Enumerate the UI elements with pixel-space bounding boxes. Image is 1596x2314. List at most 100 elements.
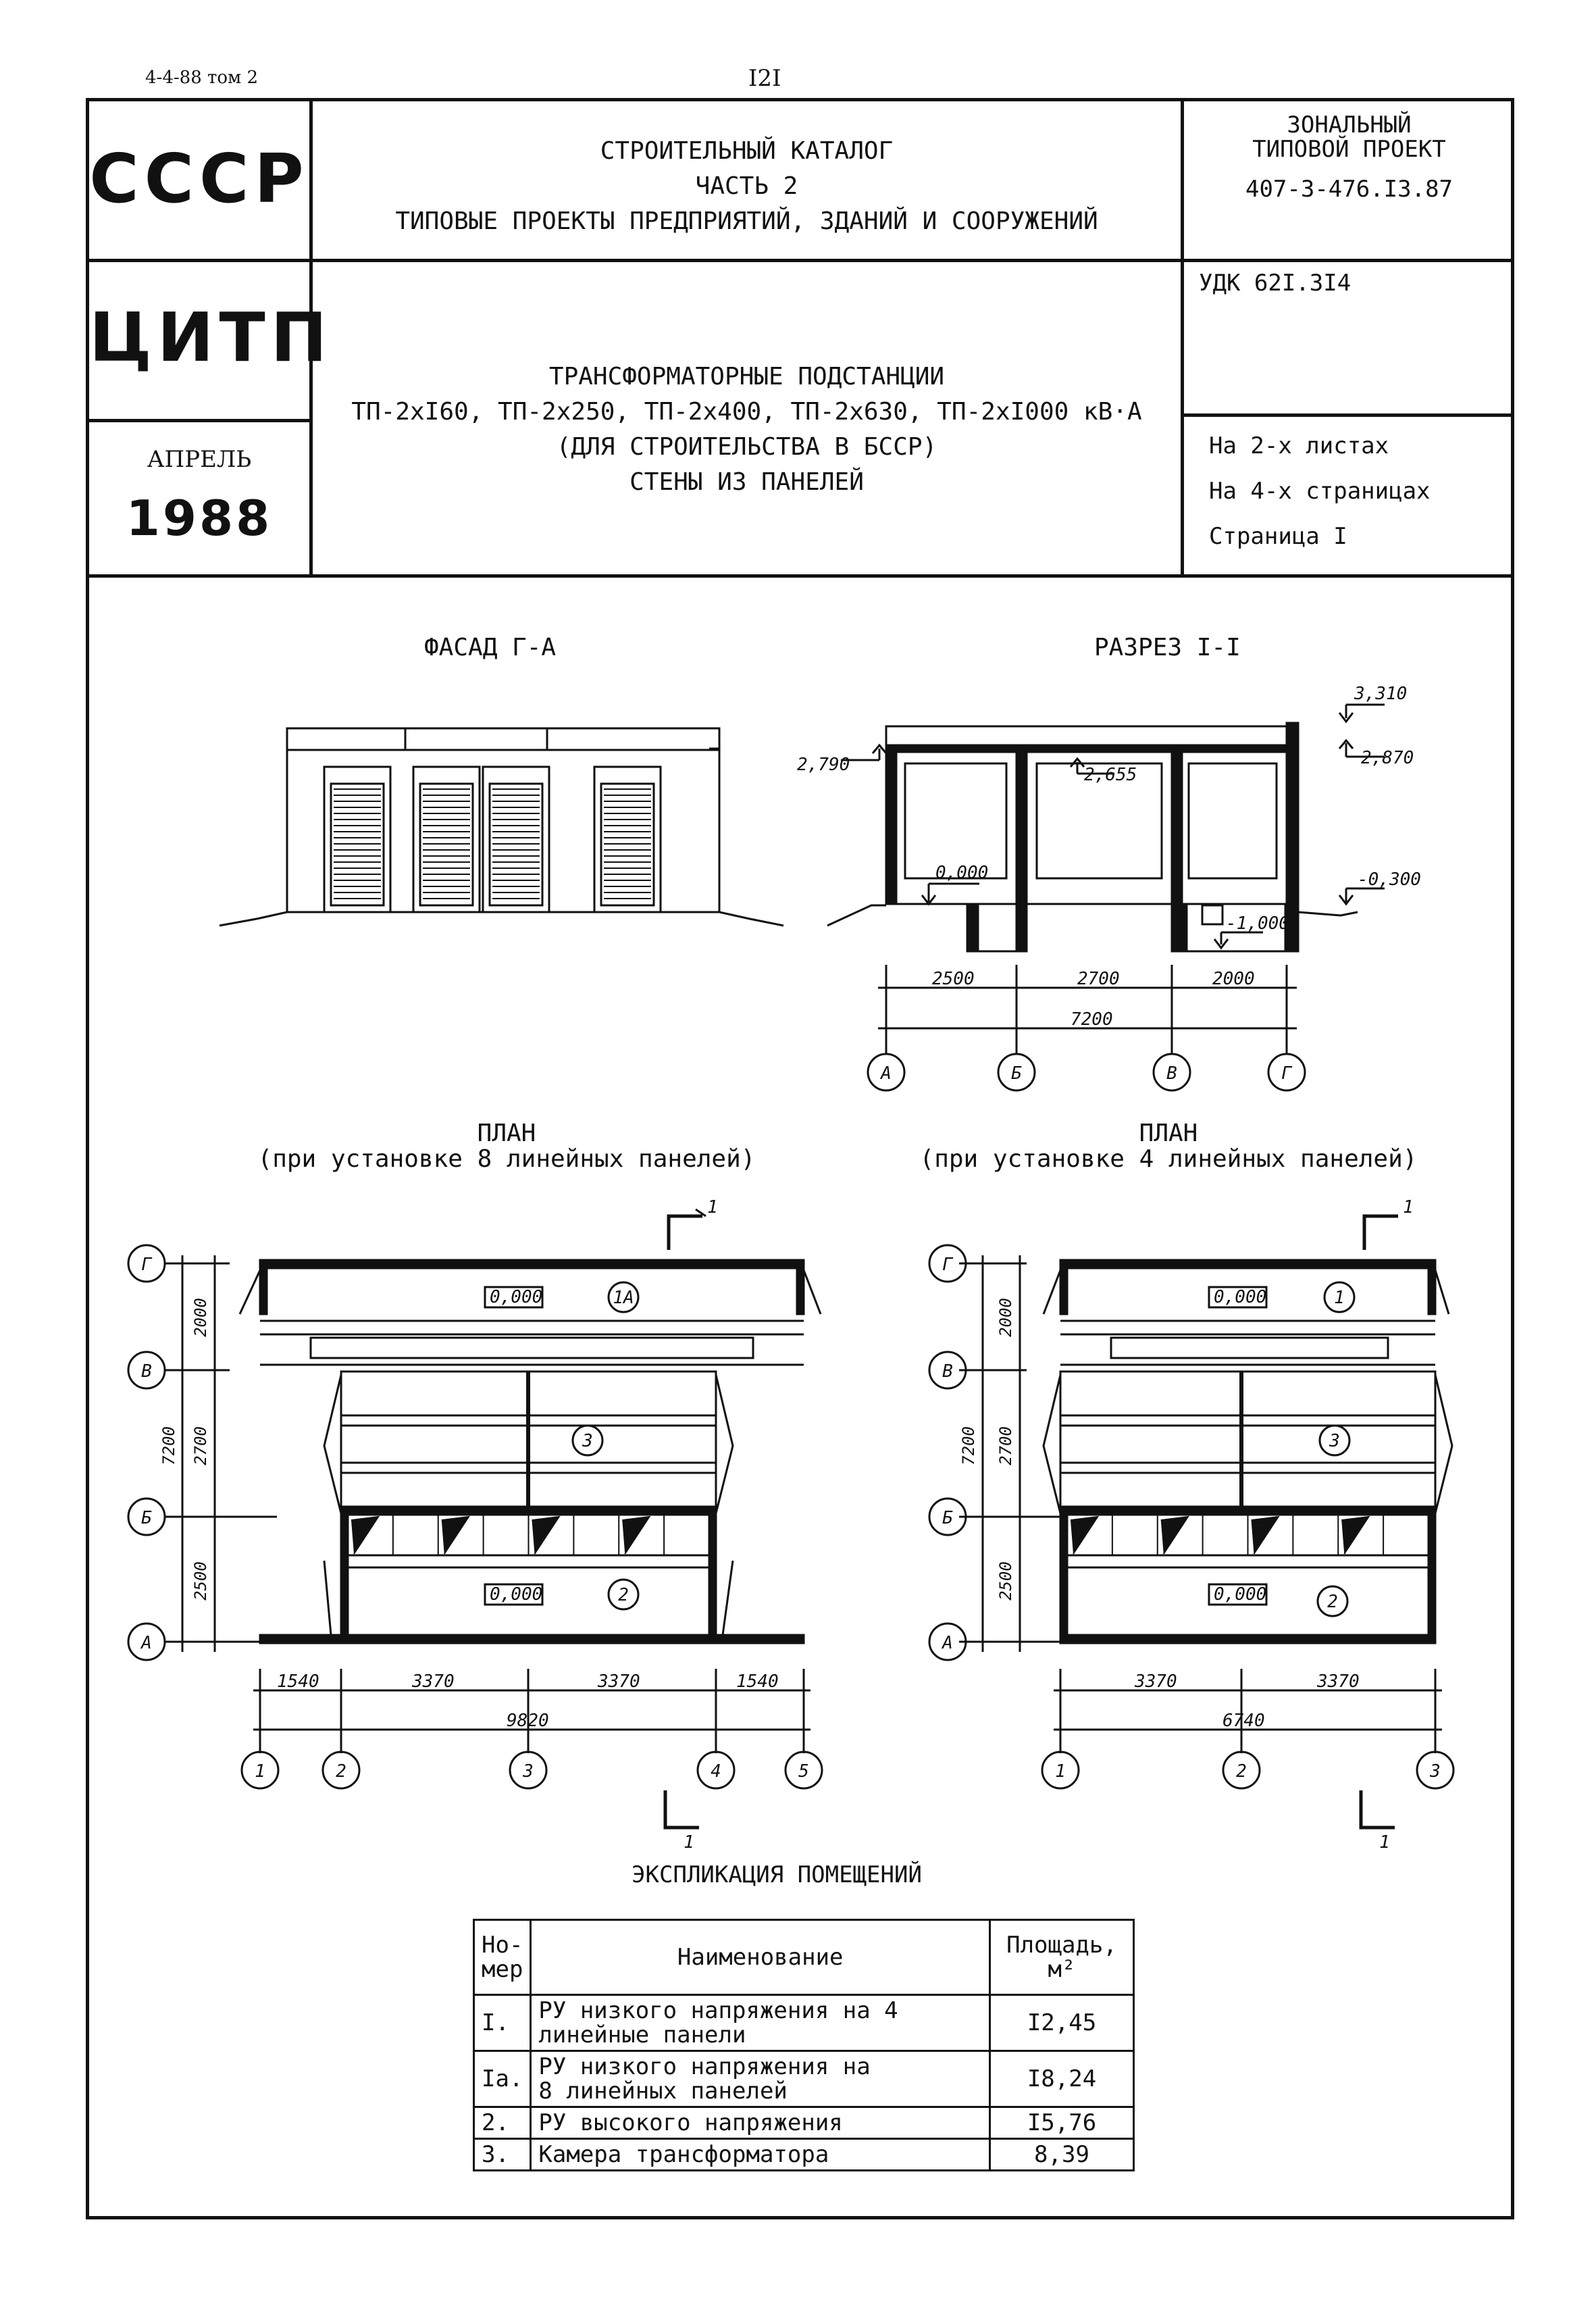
explication-header-row: Но- мер Наименование Площадь, м² [472, 1919, 1135, 1996]
section-dim-2700: 2700 [1077, 969, 1120, 989]
row-area: I2,45 [989, 1994, 1135, 2052]
cut-mark-top-2: 1 [1403, 1197, 1414, 1217]
plan2-room-3: 3 [1329, 1431, 1340, 1451]
section-dim-7200: 7200 [1071, 1009, 1113, 1030]
plan1-axis-a: А [140, 1633, 152, 1653]
cut-mark-bottom-2: 1 [1379, 1832, 1390, 1853]
table-row: Iа. РУ низкого напряжения на 8 линейных … [472, 2050, 1135, 2108]
plan1-col-4: 4 [711, 1761, 721, 1782]
mark-2790: 2,790 [797, 755, 850, 775]
section-title: РАЗРЕЗ I-I [1094, 634, 1241, 661]
row-name: РУ низкого напряжения на 8 линейных пане… [530, 2050, 991, 2108]
project-type-1: ЗОНАЛЬНЫЙ [1287, 111, 1412, 139]
plan1-col-5: 5 [798, 1761, 809, 1782]
org-citp: ЦИТП [89, 298, 333, 377]
plan1-vdim-2000: 2000 [191, 1298, 210, 1337]
row-name: РУ высокого напряжения [530, 2106, 991, 2140]
row-area: I8,24 [989, 2050, 1135, 2108]
sheet-frame [86, 98, 1514, 2219]
catalog-line-1: СТРОИТЕЛЬНЫЙ КАТАЛОГ [600, 137, 894, 165]
pages-count: На 4-х страницах [1209, 478, 1431, 505]
row-area: I5,76 [989, 2106, 1135, 2140]
plan2-axis-v: В [942, 1361, 953, 1382]
cut-mark-top-1: 1 [707, 1197, 718, 1217]
mark-2870: 2,870 [1361, 748, 1414, 768]
plan2-dim-3370a: 3370 [1134, 1671, 1177, 1692]
year-label: 1988 [126, 490, 273, 547]
header-left-row2-rule [86, 419, 312, 422]
plan1-vdim-2500: 2500 [191, 1561, 210, 1601]
mark-0000: 0,000 [935, 863, 988, 883]
title-line-1: ТРАНСФОРМАТОРНЫЕ ПОДСТАНЦИИ [548, 363, 945, 391]
plan2-dim-3370b: 3370 [1316, 1671, 1360, 1692]
col-name-header: Наименование [530, 1919, 991, 1996]
section-drawing [827, 703, 1385, 1092]
plan2-drawing [928, 1214, 1455, 1830]
sheets-count: На 2-х листах [1209, 432, 1389, 459]
mark-3310: 3,310 [1354, 684, 1407, 704]
row-area: 8,39 [989, 2138, 1135, 2171]
plan2-room-2: 2 [1327, 1592, 1338, 1612]
cut-mark-bottom-1: 1 [684, 1832, 694, 1853]
plan1-dim-3370a: 3370 [411, 1671, 455, 1692]
plan1-axis-v: В [141, 1361, 152, 1382]
project-code: 407-3-476.I3.87 [1245, 176, 1453, 203]
mark-minus1000: -1,000 [1226, 913, 1289, 934]
plan2-dim-6740: 6740 [1222, 1711, 1265, 1731]
facade-title: ФАСАД Г-А [424, 634, 557, 661]
plan2-col-1: 1 [1055, 1761, 1066, 1782]
plan1-room-3: 3 [582, 1431, 593, 1451]
plan1-room-1a: 1А [613, 1288, 634, 1308]
plan1-vdim-2700: 2700 [191, 1426, 210, 1465]
plan1-title-1: ПЛАН [477, 1120, 536, 1147]
section-axis-g: Г [1281, 1063, 1293, 1084]
plan2-title-1: ПЛАН [1139, 1120, 1198, 1147]
explication-table: Но- мер Наименование Площадь, м² I. РУ н… [472, 1919, 1135, 2171]
section-axis-b: Б [1011, 1063, 1022, 1084]
title-line-2: ТП-2хI60, ТП-2х250, ТП-2х400, ТП-2х630, … [351, 398, 1142, 426]
org-sssr: СССР [89, 139, 309, 218]
project-type-2: ТИПОВОЙ ПРОЕКТ [1252, 136, 1446, 163]
header-row1-rule [86, 259, 1514, 262]
plan1-mark-room1: 0,000 [490, 1287, 542, 1307]
section-axis-v: В [1166, 1063, 1177, 1084]
plan1-room-2: 2 [618, 1585, 629, 1605]
plan1-dim-9820: 9820 [507, 1711, 549, 1731]
header-col1-rule [309, 98, 313, 578]
title-line-3: (ДЛЯ СТРОИТЕЛЬСТВА В БССР) [556, 433, 937, 461]
plan1-dim-1540a: 1540 [277, 1671, 319, 1692]
table-row: 3. Камера трансформатора 8,39 [472, 2138, 1135, 2171]
plan1-col-1: 1 [255, 1761, 265, 1782]
plan1-axis-b: Б [141, 1508, 152, 1528]
header-right-row2-rule [1181, 413, 1514, 417]
plan2-mark-room2: 0,000 [1214, 1584, 1266, 1605]
table-row: 2. РУ высокого напряжения I5,76 [472, 2106, 1135, 2140]
plan1-col-3: 3 [522, 1761, 534, 1782]
plan2-axis-b: Б [942, 1508, 953, 1528]
row-no: Iа. [472, 2050, 532, 2108]
header-bottom-rule [86, 574, 1514, 578]
udk-label: УДК 62I.3I4 [1199, 270, 1352, 297]
explication-title: ЭКСПЛИКАЦИЯ ПОМЕЩЕНИЙ [632, 1861, 922, 1888]
plan1-title-2: (при установке 8 линейных панелей) [257, 1145, 756, 1173]
plan2-axis-g: Г [942, 1255, 954, 1275]
section-dim-2500: 2500 [932, 969, 975, 989]
plan2-vdim-2000: 2000 [996, 1298, 1015, 1337]
plan2-mark-room1: 0,000 [1214, 1287, 1266, 1307]
plan1-vdim-7200: 7200 [159, 1426, 178, 1465]
col-area-header: Площадь, м² [989, 1919, 1135, 1996]
plan1-dim-3370b: 3370 [597, 1671, 640, 1692]
catalog-line-2: ЧАСТЬ 2 [695, 172, 798, 200]
plan2-title-2: (при установке 4 линейных панелей) [919, 1145, 1418, 1173]
row-no: 2. [472, 2106, 532, 2140]
plan2-room-1: 1 [1334, 1288, 1345, 1308]
row-name: Камера трансформатора [530, 2138, 991, 2171]
plan1-dim-1540b: 1540 [736, 1671, 779, 1692]
plan2-vdim-2700: 2700 [996, 1426, 1015, 1465]
month-label: АПРЕЛЬ [147, 446, 252, 473]
facade-drawing [219, 727, 784, 927]
series-label: 4-4-88 том 2 [145, 68, 259, 88]
page-number: I2I [748, 65, 781, 92]
plan2-col-2: 2 [1236, 1761, 1247, 1782]
